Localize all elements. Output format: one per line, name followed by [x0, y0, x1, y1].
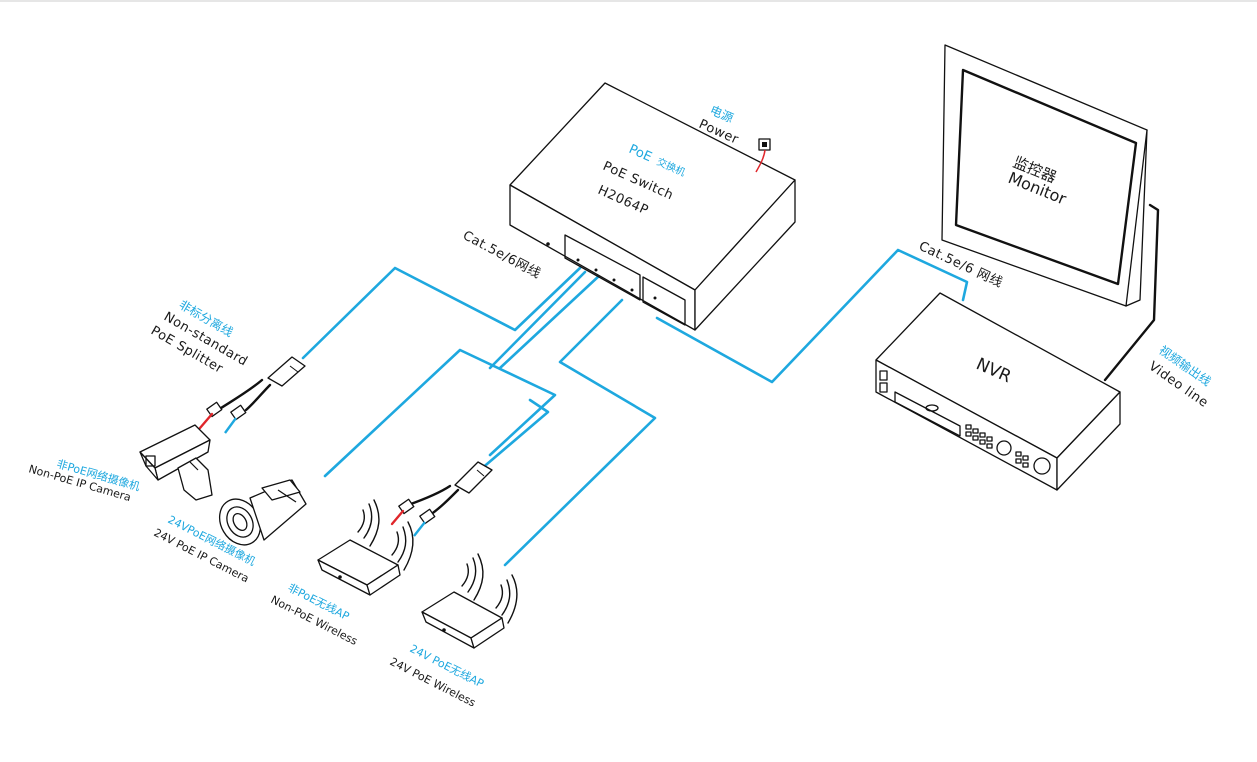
- port-dot-5: [653, 296, 657, 300]
- cable-to-nvr: [655, 248, 969, 384]
- camera-non-poe: [139, 424, 213, 501]
- switch-side: [694, 179, 796, 331]
- cable-group: [301, 248, 969, 567]
- monitor-screen: [954, 68, 1138, 286]
- port-dot-3: [612, 278, 616, 282]
- splitter-1: [198, 356, 306, 434]
- nvr-knob-2: [1033, 457, 1051, 475]
- poe-switch: [509, 82, 796, 331]
- monitor: [941, 44, 1148, 307]
- port-block-2: [642, 276, 686, 326]
- ap-24v-poe: [421, 553, 518, 649]
- power-wire: [755, 149, 766, 173]
- nvr-buttons: [965, 424, 1029, 468]
- cable-to-splitter-1: [301, 266, 582, 360]
- cable-to-camera-24v: [488, 270, 587, 370]
- cable-splitter2-in: [478, 398, 550, 472]
- switch-led: [546, 242, 550, 246]
- nvr-side: [1056, 391, 1121, 491]
- port-block-1: [564, 234, 641, 301]
- cable-to-ap-24v: [503, 298, 657, 567]
- top-border: [0, 0, 1257, 2]
- port-dot-4: [630, 288, 634, 292]
- nvr: [875, 292, 1121, 491]
- nvr-knob-1: [996, 440, 1012, 456]
- port-dot-2: [594, 268, 598, 272]
- port-dot-1: [576, 258, 580, 262]
- cable-to-camera-24v-2: [323, 348, 557, 478]
- video-cable: [1103, 203, 1160, 382]
- ap-non-poe: [317, 499, 414, 596]
- camera-24v-poe: [218, 479, 307, 546]
- splitter-2: [390, 461, 493, 537]
